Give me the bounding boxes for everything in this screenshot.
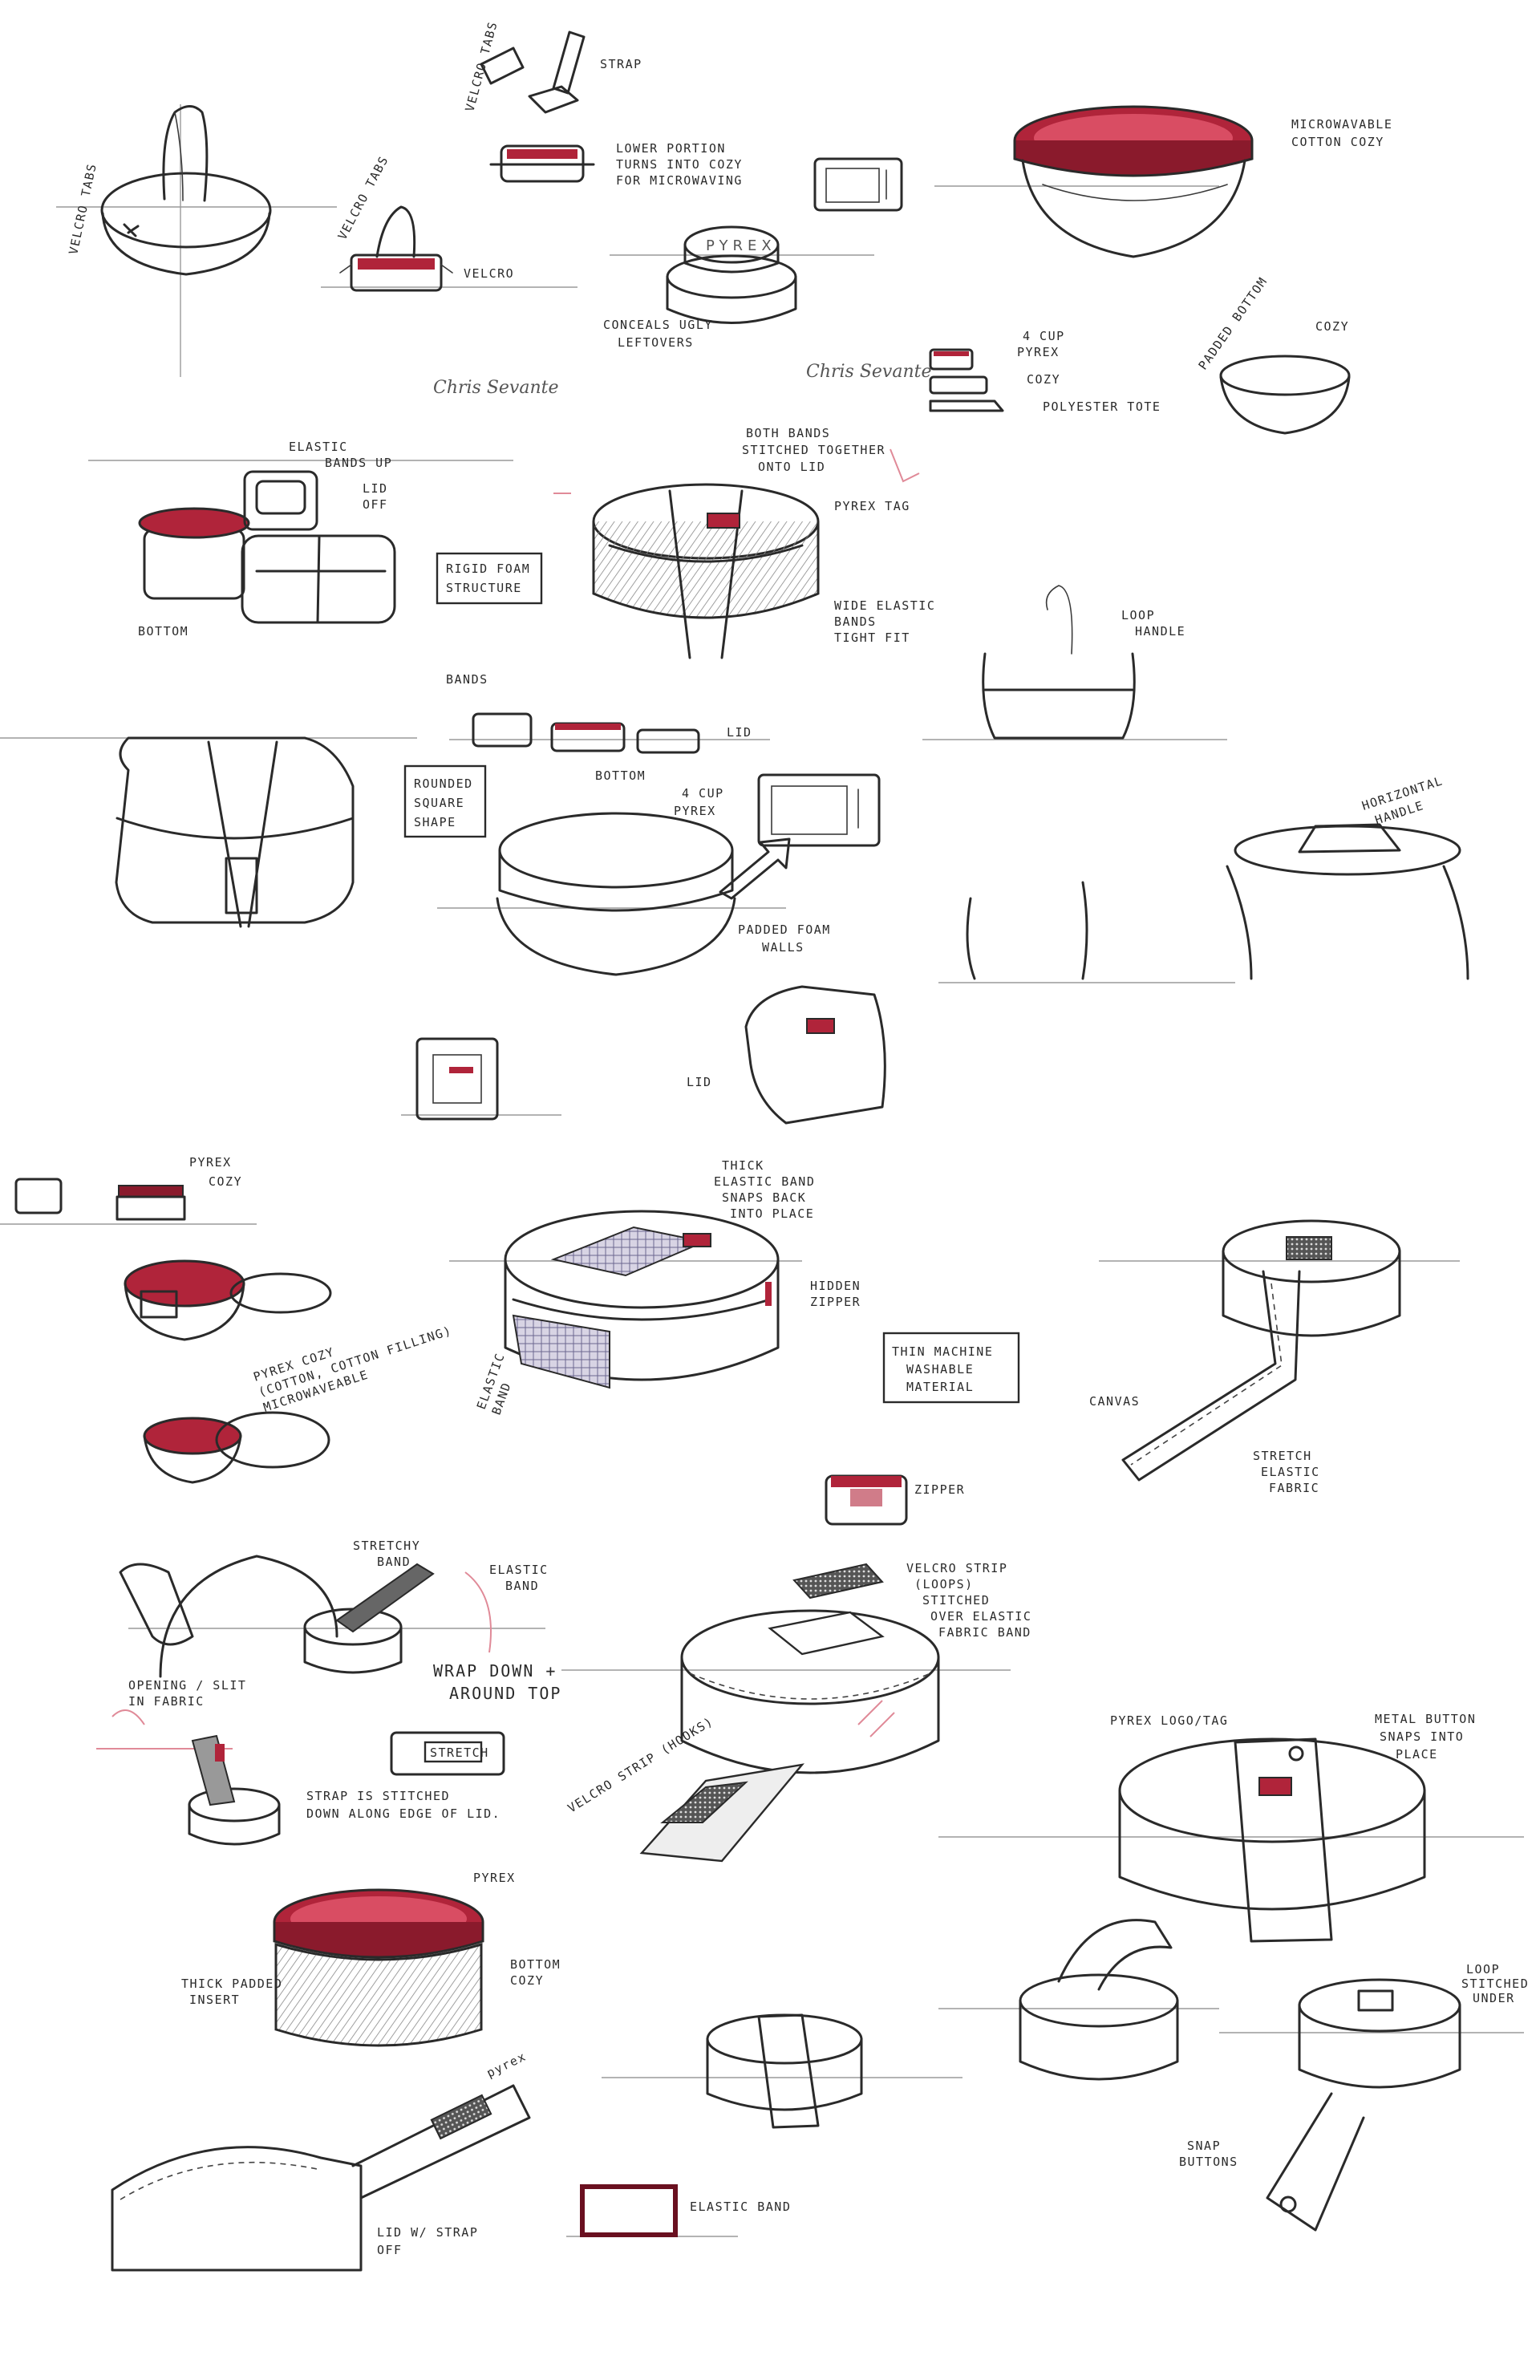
label-wide-elastic: WIDE ELASTIC BANDS TIGHT FIT: [834, 598, 944, 645]
label-rigid-foam: RIGID FOAM STRUCTURE: [446, 562, 539, 595]
thin-machine-box: [882, 1332, 1020, 1404]
label-velcro-tabs-a: VELCRO TABS: [66, 162, 99, 256]
label-polyester-tote: POLYESTER TOTE: [1043, 399, 1161, 414]
sketch-stretch-strap: [390, 1731, 505, 1776]
label-zipper: ZIPPER: [914, 1482, 965, 1497]
sketch-rounded-square-package: [115, 736, 355, 928]
label-stretch: STRETCH: [430, 1745, 489, 1760]
label-wrap-down: WRAP DOWN + AROUND TOP: [433, 1661, 569, 1703]
sketch-tray-velcro: [321, 205, 578, 292]
label-lid-a: LID: [727, 725, 752, 740]
label-thin-machine: THIN MACHINE WASHABLE MATERIAL: [892, 1344, 1002, 1394]
sketch-loop-handle: [922, 585, 1227, 740]
label-pyrex-d: PYREX: [473, 1871, 516, 1885]
signature-a: Chris Sevante: [433, 378, 559, 398]
label-elastic-band-b: ELASTIC BAND: [690, 2200, 791, 2214]
label-loop-handle: LOOP HANDLE: [1121, 608, 1185, 639]
pink-marks: [553, 448, 920, 494]
label-metal-button: METAL BUTTON SNAPS INTO PLACE: [1375, 1712, 1485, 1762]
sketch-strap-stitched-lid: [188, 1734, 281, 1846]
sketch-microwavable-cozy-bowl: [934, 105, 1254, 258]
label-opening-slit: OPENING / SLIT IN FABRIC: [128, 1678, 255, 1709]
sketch-stretchy-band-wrap: [96, 1555, 545, 1750]
sketch-banded-drum: [592, 483, 820, 659]
rounded-square-box: [403, 764, 487, 838]
sketch-thick-padded-cozy: [273, 1888, 484, 2047]
sketch-wall-mount: [401, 1037, 561, 1121]
label-velcro-tabs-c: VELCRO TABS: [462, 19, 500, 113]
label-elastic-bands-up: ELASTIC BANDS UP: [289, 440, 392, 470]
label-hidden-zipper: HIDDEN ZIPPER: [810, 1279, 869, 1309]
label-horizontal-handle: HORIZONTAL HANDLE: [1360, 771, 1459, 830]
sketch-small-wrapped-drum: [602, 2013, 962, 2129]
rigid-foam-box: [436, 552, 543, 605]
label-lower-portion: LOWER PORTION TURNS INTO COZY FOR MICROW…: [616, 141, 752, 188]
label-bottom-a: BOTTOM: [138, 624, 188, 639]
label-4-cup-pyrex-b: 4 CUP PYREX: [674, 786, 732, 818]
arrow-into-microwave: [719, 837, 791, 900]
label-velcro-loops: VELCRO STRIP (LOOPS) STITCHED OVER ELAST…: [906, 1561, 1040, 1640]
sketch-small-stack: [0, 1178, 257, 1225]
sketch-lid-band: [744, 985, 886, 1125]
sketch-4cup-drum: [437, 812, 786, 976]
sketch-horizontal-handle: [938, 823, 1469, 983]
label-pyrex-logo: PYREX LOGO/TAG: [1110, 1713, 1228, 1728]
label-thick-padded: THICK PADDED INSERT: [181, 1977, 291, 2007]
label-bottom-cozy: BOTTOM COZY: [510, 1957, 569, 1988]
label-stretch-elastic: STRETCH ELASTIC FABRIC: [1253, 1449, 1328, 1495]
sketch-exploded-parts: [449, 712, 770, 754]
label-bottom-b: BOTTOM: [595, 768, 646, 783]
label-thick-elastic: THICK ELASTIC BAND SNAPS BACK INTO PLACE: [714, 1158, 824, 1221]
label-cozy-a: COZY: [1027, 372, 1060, 387]
label-lid-off: LID OFF: [363, 481, 396, 512]
sketch-lid-strap-off: [111, 2084, 531, 2272]
sketch-snap-drum: [1219, 1978, 1524, 2232]
sketch-stack-tote: [929, 348, 1004, 412]
label-lid-b: LID: [687, 1075, 712, 1089]
label-conceals: CONCEALS UGLY LEFTOVERS: [603, 318, 721, 350]
sketch-microwave: [757, 773, 881, 847]
label-pyrex-strap-tag: pyrex: [484, 2049, 529, 2080]
label-stretchy-band: STRETCHY BAND: [353, 1539, 429, 1569]
label-loop-stitched: LOOP STITCHED UNDER: [1461, 1962, 1538, 2005]
sketch-elastic-band-tray: [566, 2184, 738, 2237]
label-pyrex-cozy: PYREX COZY (COTTON, COTTON FILLING) MICR…: [252, 1305, 467, 1415]
sketch-microwave-small: [813, 157, 903, 212]
sketch-metal-button-drum: [938, 1737, 1524, 1943]
sketch-velcro-drum: [561, 1563, 1011, 1863]
label-rounded-square: ROUNDED SQUARE SHAPE: [414, 776, 481, 829]
label-cozy-b: COZY: [1315, 319, 1349, 334]
sketch-lower-cozy-tray: [489, 144, 595, 183]
label-elastic-band-pink: ELASTIC BAND: [489, 1563, 557, 1593]
label-velcro: VELCRO: [464, 266, 514, 281]
label-pyrex-c: PYREX: [189, 1155, 232, 1170]
label-strap: STRAP: [600, 57, 642, 71]
sketch-strap-clip: [480, 30, 586, 114]
label-cozy-c: COZY: [209, 1174, 242, 1189]
label-microwavable: MICROWAVABLE COTTON COZY: [1291, 117, 1401, 149]
label-lid-strap-off: LID W/ STRAP OFF: [377, 2225, 487, 2257]
sketch-pyrex-cozy-open: [124, 1259, 332, 1484]
signature-b: Chris Sevante: [806, 362, 932, 382]
sketch-pyrex-container: [610, 225, 874, 324]
label-canvas: CANVAS: [1089, 1394, 1140, 1409]
sketch-round-bowl-strap: [56, 104, 337, 377]
label-padded-foam: PADDED FOAM WALLS: [738, 922, 839, 955]
label-pyrex-lid: PYREX: [706, 237, 776, 254]
label-pyrex-tag: PYREX TAG: [834, 499, 910, 513]
sketch-elastic-drum: [449, 1210, 802, 1389]
sketch-handle-drum: [938, 1919, 1219, 2081]
label-4-cup-pyrex-a: 4 CUP PYREX: [1017, 329, 1073, 359]
sketch-zipper-tray: [825, 1474, 908, 1526]
label-bands: BANDS: [446, 672, 488, 687]
sketch-padded-bowl: [1219, 355, 1351, 435]
label-both-bands: BOTH BANDS STITCHED TOGETHER ONTO LID: [742, 426, 894, 474]
sketch-canvas-strap-drum: [1099, 1219, 1460, 1482]
sketch-square-parts: [138, 470, 396, 624]
label-strap-stitched: STRAP IS STITCHED DOWN ALONG EDGE OF LID…: [306, 1789, 500, 1821]
label-snap-buttons: SNAP BUTTONS: [1179, 2139, 1238, 2169]
